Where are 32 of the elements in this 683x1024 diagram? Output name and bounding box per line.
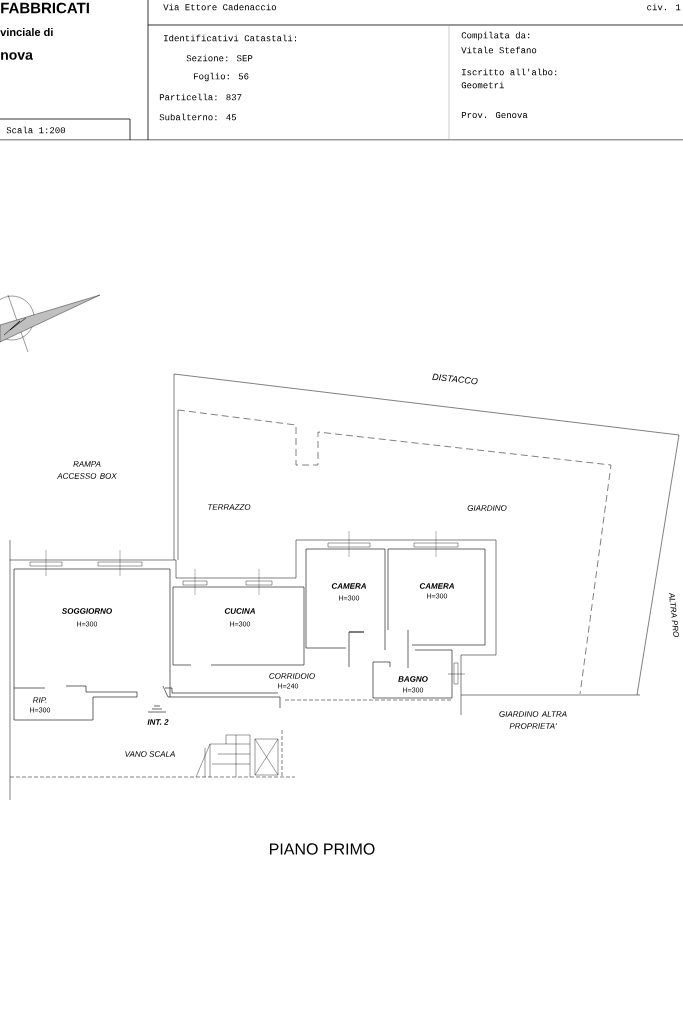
table-text: Particella: 837 (159, 93, 242, 101)
address-text: civ. 1 (647, 3, 681, 11)
address-text: Via Ettore Cadenaccio (163, 3, 276, 11)
table-text: Identificativi Catastali: (164, 34, 296, 42)
area-label: GIARDINO ALTRA PROPRIETA' (499, 711, 567, 729)
header-text: nova (1, 52, 33, 60)
area-label: ALTRA PRO (668, 592, 679, 637)
area-label: RAMPA ACCESSO BOX (56, 461, 117, 479)
room-label: CUCINA (224, 608, 255, 614)
table-text: Subalterno: 45 (159, 113, 237, 121)
room-label: CORRIDOIO (269, 673, 315, 679)
room-label: RIP. (33, 697, 47, 703)
table-text: Vitale Stefano (461, 46, 537, 54)
area-label: VANO SCALA (125, 751, 175, 757)
room-label: BAGNO (398, 676, 428, 682)
header-text: vinciale di (0, 27, 53, 37)
table-text: Foglio: 56 (194, 72, 249, 82)
table-text: Geometri (461, 81, 504, 89)
room-label: SOGGIORNO (62, 608, 112, 614)
entrance-label: INT. 2 (147, 719, 169, 725)
area-label: DISTACCO (432, 373, 478, 385)
table-text: Compilata da: (461, 31, 530, 41)
table-text: Iscritto all'albo: (462, 68, 557, 76)
plan-title: PIANO PRIMO (270, 843, 375, 855)
table-text: Sezione: SEP (186, 54, 253, 62)
header-text: FABBRICATI (1, 2, 89, 14)
room-label: TERRAZZO (208, 504, 251, 510)
room-label: CAMERA (419, 583, 454, 589)
table-text: Prov. Genova (461, 111, 528, 119)
room-label: CAMERA (331, 583, 366, 589)
area-label: GIARDINO (467, 505, 507, 511)
scale-text: Scala 1:200 (6, 126, 66, 134)
